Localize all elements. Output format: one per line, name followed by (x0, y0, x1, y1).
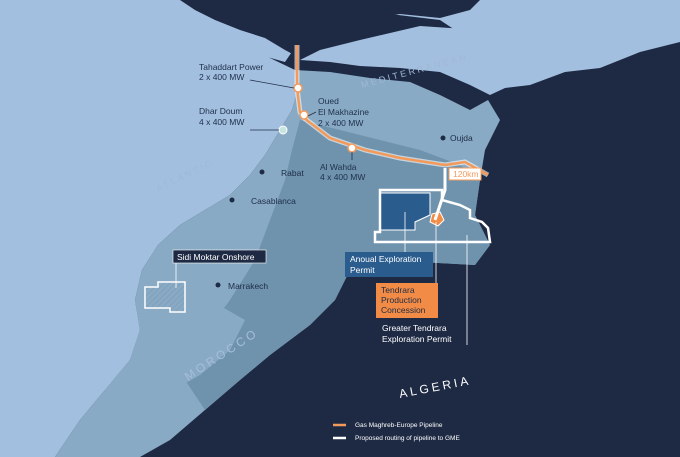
tendrara-line1: Tendrara (381, 285, 415, 295)
sidi-moktar-permit[interactable] (144, 281, 186, 313)
rabat-label: Rabat (281, 168, 304, 178)
tahaddart-name: Tahaddart Power (199, 62, 263, 72)
marrakech-dot (215, 282, 221, 288)
sidi-moktar-label: Sidi Moktar Onshore (177, 252, 255, 262)
oued-name-2: El Makhazine (318, 107, 369, 117)
distance-badge: 120km (453, 169, 479, 179)
anoual-line2: Permit (350, 265, 375, 275)
dhar-doum-marker[interactable] (278, 125, 288, 135)
morocco-south-land (105, 290, 245, 400)
oued-name-1: Oued (318, 96, 339, 106)
tahaddart-marker[interactable] (293, 83, 303, 93)
oujda-label: Oujda (450, 133, 473, 143)
dhar-doum-name: Dhar Doum (199, 106, 242, 116)
al-wahda-marker[interactable] (347, 143, 357, 153)
dhar-doum-capacity: 4 x 400 MW (199, 117, 244, 127)
tendrara-line2: Production (381, 295, 422, 305)
al-wahda-capacity: 4 x 400 MW (320, 172, 365, 182)
anoual-line1: Anoual Exploration (350, 254, 422, 264)
anoual-box (345, 252, 433, 277)
legend-gme-label: Gas Maghreb-Europe Pipeline (355, 422, 443, 429)
atlantic-ocean-west (0, 0, 298, 457)
tahaddart-capacity: 2 x 400 MW (199, 72, 244, 82)
greater-tendrara-line1: Greater Tendrara (382, 323, 447, 333)
tahaddart-leader (249, 79, 295, 89)
casablanca-dot (229, 197, 235, 203)
greater-tendrara-line2: Exploration Permit (382, 334, 452, 344)
spain-coast (180, 0, 480, 58)
casablanca-label: Casablanca (251, 196, 296, 206)
rabat-dot (259, 169, 265, 175)
oued-marker[interactable] (299, 110, 309, 120)
sidi-moktar-box (172, 249, 267, 264)
proposed-pipeline (433, 168, 447, 221)
tendrara-line3: Concession (381, 305, 426, 315)
tendrara-box (376, 283, 438, 318)
mediterranean-sea (300, 20, 680, 95)
al-wahda-name: Al Wahda (320, 162, 357, 172)
oued-leader (307, 111, 317, 117)
greater-tendrara-permit[interactable] (373, 188, 492, 244)
marrakech-label: Marrakech (228, 281, 268, 291)
distance-badge-bg (448, 167, 482, 181)
legend-proposed-label: Proposed routing of pipeline to GME (355, 435, 460, 442)
oued-capacity: 2 x 400 MW (318, 118, 363, 128)
gme-pipeline (295, 45, 489, 177)
oujda-dot (440, 135, 446, 141)
